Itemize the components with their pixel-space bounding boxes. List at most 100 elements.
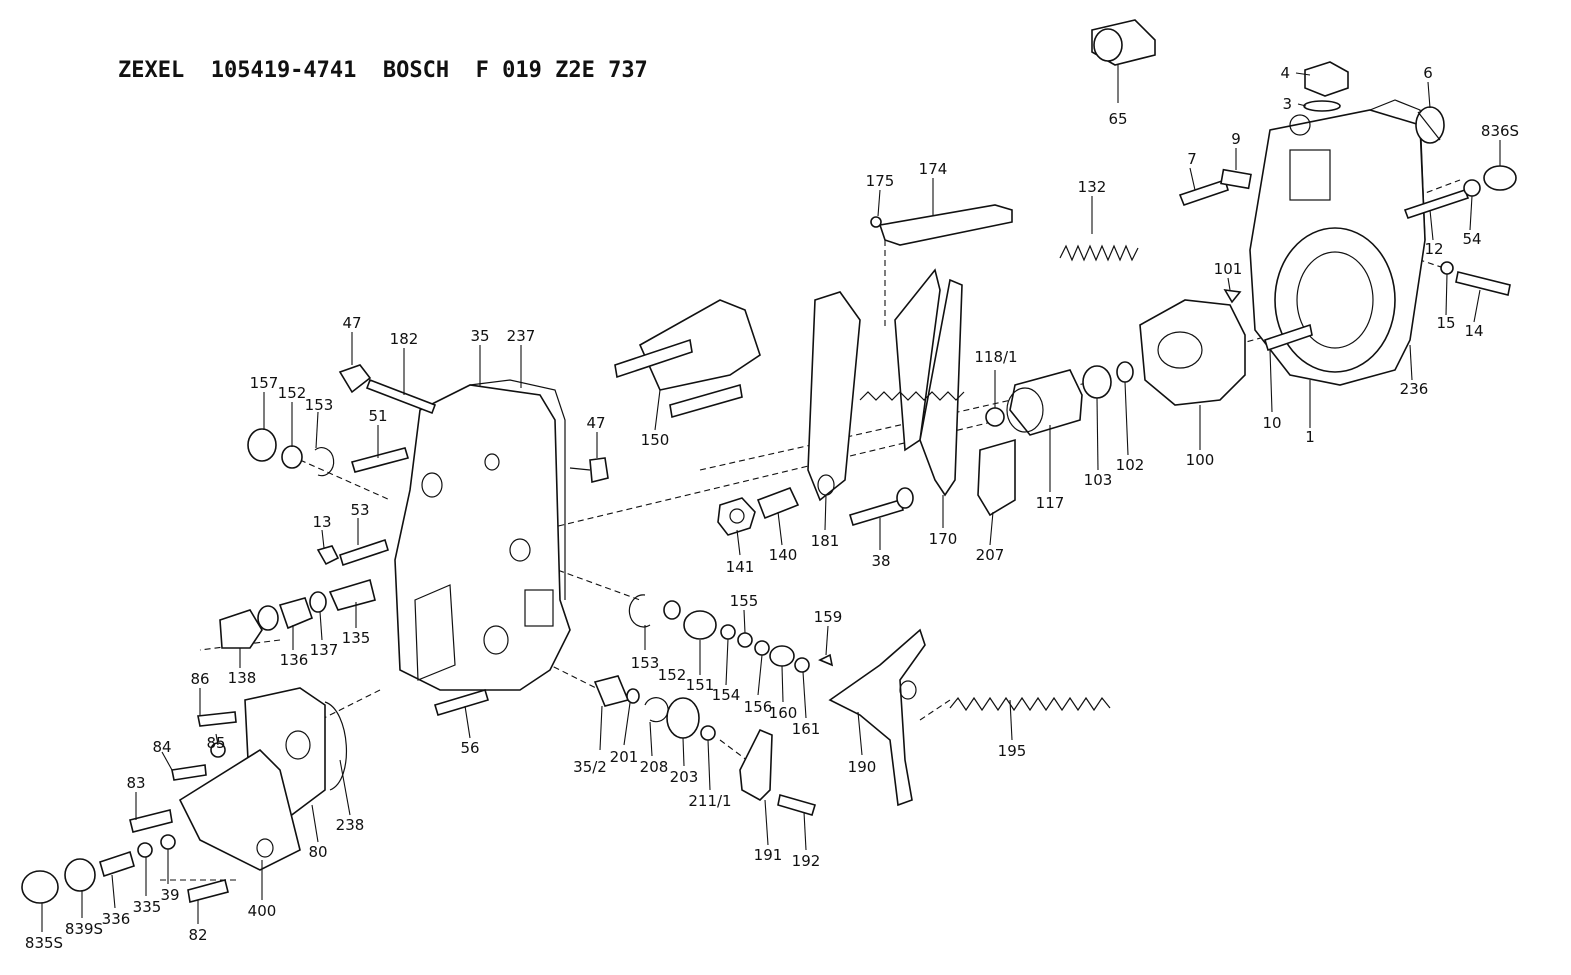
- callout-835S: 835S: [25, 934, 63, 952]
- spring-132: [1059, 244, 1139, 262]
- callout-153-right: 153: [631, 654, 660, 672]
- cap-203: [666, 697, 700, 739]
- callout-155: 155: [730, 592, 759, 610]
- screw-84: [171, 764, 207, 781]
- o-ring-201: [626, 688, 640, 704]
- callout-47-right: 47: [586, 414, 605, 432]
- callout-80: 80: [308, 843, 327, 861]
- cap-836S: [1483, 165, 1517, 191]
- bracket-191: [739, 728, 773, 801]
- o-ring-152-right: [663, 600, 681, 620]
- bearing-103: [1082, 365, 1112, 399]
- screw-51: [350, 447, 410, 473]
- callout-39: 39: [160, 886, 179, 904]
- key-159: [818, 653, 834, 667]
- callout-152-right: 152: [658, 666, 687, 684]
- callout-65: 65: [1108, 110, 1127, 128]
- callout-54: 54: [1462, 230, 1481, 248]
- callout-211-1: 211/1: [688, 792, 731, 810]
- top-plug-4: [1304, 61, 1349, 97]
- ring-155: [737, 632, 753, 648]
- washer-335: [137, 842, 153, 858]
- callout-208: 208: [640, 758, 669, 776]
- bolt-10: [1264, 323, 1313, 352]
- key-101: [1223, 288, 1242, 304]
- callout-335: 335: [133, 898, 162, 916]
- callout-51: 51: [368, 407, 387, 425]
- callout-136: 136: [280, 651, 309, 669]
- callout-203: 203: [670, 768, 699, 786]
- lever-plate-400: [178, 748, 301, 871]
- screw-38: [849, 487, 914, 526]
- callout-190: 190: [848, 758, 877, 776]
- o-ring-3: [1303, 100, 1341, 112]
- callout-118-1: 118/1: [974, 348, 1017, 366]
- washer-161: [794, 657, 810, 673]
- screw-336: [99, 850, 135, 878]
- screw-53-nut-13: [316, 538, 389, 567]
- callout-159: 159: [814, 608, 843, 626]
- washer-102: [1116, 361, 1134, 383]
- lever-174: [878, 204, 1013, 246]
- callout-132: 132: [1078, 178, 1107, 196]
- lever-190: [828, 628, 926, 807]
- plug-157: [247, 428, 277, 462]
- washer-15: [1440, 261, 1454, 275]
- callout-1: 1: [1305, 428, 1315, 446]
- callout-237: 237: [507, 327, 536, 345]
- sleeve-117: [1006, 369, 1083, 436]
- callout-182: 182: [390, 330, 419, 348]
- callout-38: 38: [871, 552, 890, 570]
- callout-47-left: 47: [342, 314, 361, 332]
- callout-135: 135: [342, 629, 371, 647]
- screw-86: [197, 711, 237, 727]
- callout-836S: 836S: [1481, 122, 1519, 140]
- callout-10: 10: [1262, 414, 1281, 432]
- bolt-14: [1455, 271, 1511, 296]
- callout-137: 137: [310, 641, 339, 659]
- callout-151: 151: [686, 676, 715, 694]
- callout-160: 160: [769, 704, 798, 722]
- adjusting-screw-12: [1403, 188, 1470, 220]
- callout-156: 156: [744, 698, 773, 716]
- nut-141: [717, 497, 756, 536]
- plug-65: [1091, 19, 1156, 66]
- callout-174: 174: [919, 160, 948, 178]
- callout-161: 161: [792, 720, 821, 738]
- screw-83: [129, 809, 173, 833]
- callout-117: 117: [1036, 494, 1065, 512]
- callout-207: 207: [976, 546, 1005, 564]
- nut-839S: [64, 858, 96, 892]
- callout-201: 201: [610, 748, 639, 766]
- callout-13: 13: [312, 513, 331, 531]
- callout-170: 170: [929, 530, 958, 548]
- callout-236: 236: [1400, 380, 1429, 398]
- bolt-182: [365, 378, 437, 415]
- diagram-title: ZEXEL 105419-4741 BOSCH F 019 Z2E 737: [118, 58, 648, 83]
- ring-156: [754, 640, 770, 656]
- callout-102: 102: [1116, 456, 1145, 474]
- callout-labels: 65 4 3 6 836S 7 9 12 54 101 15 14 236 10…: [25, 64, 1519, 952]
- callout-100: 100: [1186, 451, 1215, 469]
- callout-138: 138: [228, 669, 257, 687]
- callout-12: 12: [1424, 240, 1443, 258]
- bolt-192: [777, 793, 816, 816]
- nut-54: [1463, 179, 1481, 197]
- ring-208: [644, 697, 669, 723]
- callout-84: 84: [152, 738, 171, 756]
- callout-35: 35: [470, 327, 489, 345]
- o-ring-152: [281, 445, 303, 469]
- callout-35-2: 35/2: [573, 758, 607, 776]
- leader-lines: [41, 65, 1501, 932]
- spring-under-lever: [859, 391, 965, 401]
- spring-140: [756, 486, 800, 520]
- callout-15: 15: [1436, 314, 1455, 332]
- callout-3: 3: [1282, 95, 1292, 113]
- callout-83: 83: [126, 774, 145, 792]
- callout-150: 150: [641, 431, 670, 449]
- callout-9: 9: [1231, 130, 1241, 148]
- block-207: [977, 438, 1016, 517]
- cap-835S: [21, 870, 59, 904]
- snap-ring-153: [314, 447, 335, 477]
